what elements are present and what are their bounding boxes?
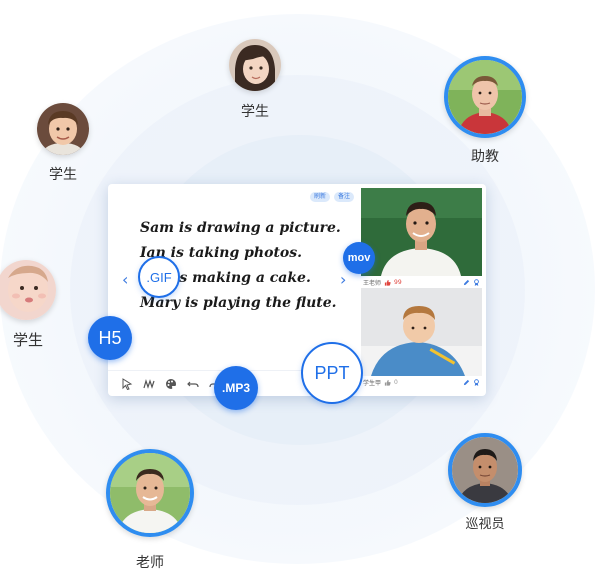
slide-line: Ian is taking photos. bbox=[140, 245, 303, 261]
pen-tool-icon[interactable] bbox=[142, 377, 156, 391]
student-photo-icon bbox=[37, 103, 89, 155]
slide-line: Mary is playing the flute. bbox=[140, 295, 337, 311]
avatar-student-top[interactable] bbox=[229, 39, 281, 91]
slide-top-buttons: 刷新 备注 bbox=[309, 192, 354, 202]
teacher-video-icon bbox=[361, 188, 482, 276]
video-tile-teacher[interactable] bbox=[361, 188, 482, 276]
student-photo-icon bbox=[0, 260, 56, 320]
like-count: 99 bbox=[394, 278, 402, 286]
like-count: 0 bbox=[394, 378, 398, 386]
assistant-photo-icon bbox=[448, 60, 522, 134]
ppt-badge[interactable]: PPT bbox=[301, 342, 363, 404]
video-meta-student: 学生甲 0 bbox=[361, 376, 482, 388]
slide-text: Sam is drawing a picture. Ian is taking … bbox=[140, 216, 341, 316]
participant-name: 学生甲 bbox=[363, 379, 382, 387]
label-assistant: 助教 bbox=[471, 148, 499, 164]
label-student-left: 学生 bbox=[12, 332, 43, 349]
mp3-badge[interactable]: .MP3 bbox=[214, 366, 258, 410]
thumbs-up-icon bbox=[384, 379, 391, 386]
palette-tool-icon[interactable] bbox=[164, 377, 178, 391]
h5-badge[interactable]: H5 bbox=[88, 316, 132, 360]
gif-badge[interactable]: .GIF bbox=[138, 256, 180, 298]
video-column: 王老师 99 bbox=[361, 188, 482, 392]
avatar-teacher[interactable] bbox=[106, 449, 194, 537]
avatar-inspector[interactable] bbox=[448, 433, 522, 507]
avatar-assistant[interactable] bbox=[444, 56, 526, 138]
pen-permission-icon[interactable] bbox=[463, 379, 470, 386]
award-icon[interactable] bbox=[473, 278, 480, 286]
video-tile-student[interactable] bbox=[361, 288, 482, 376]
label-student-left-top: 学生 bbox=[49, 166, 77, 182]
undo-icon[interactable] bbox=[186, 377, 200, 391]
refresh-button[interactable]: 刷新 bbox=[309, 192, 330, 202]
pointer-tool-icon[interactable] bbox=[120, 377, 134, 391]
label-teacher: 老师 bbox=[136, 554, 164, 570]
label-inspector: 巡视员 bbox=[465, 516, 505, 531]
next-slide-arrow-icon[interactable]: › bbox=[340, 270, 347, 289]
thumbs-up-icon bbox=[384, 279, 391, 286]
slide-area: 刷新 备注 Sam is drawing a picture. Ian is t… bbox=[108, 184, 360, 370]
label-student-top: 学生 bbox=[241, 103, 269, 119]
student-photo-icon bbox=[229, 39, 281, 91]
student-video-icon bbox=[361, 288, 482, 376]
award-icon[interactable] bbox=[473, 378, 480, 386]
prev-slide-arrow-icon[interactable]: ‹ bbox=[122, 270, 129, 289]
teacher-photo-icon bbox=[110, 453, 190, 533]
video-meta-teacher: 王老师 99 bbox=[361, 276, 482, 288]
slide-line: is making a cake. bbox=[174, 270, 311, 286]
inspector-photo-icon bbox=[452, 437, 518, 503]
note-button[interactable]: 备注 bbox=[333, 192, 354, 202]
avatar-student-left-top[interactable] bbox=[37, 103, 89, 155]
avatar-student-left[interactable] bbox=[0, 260, 56, 320]
slide-line: Sam is drawing a picture. bbox=[140, 220, 341, 236]
pen-permission-icon[interactable] bbox=[463, 279, 470, 286]
mov-badge[interactable]: mov bbox=[343, 242, 375, 274]
participant-name: 王老师 bbox=[363, 279, 382, 287]
